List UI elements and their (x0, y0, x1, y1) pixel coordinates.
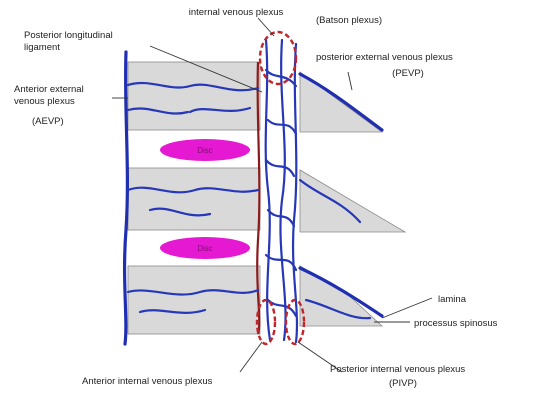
vertebral-body-top (128, 62, 260, 130)
disc-lower-label: Disc (197, 244, 213, 253)
label-lamina: lamina (438, 294, 467, 305)
label-processus-spinosus: processus spinosus (414, 318, 498, 329)
internal-venous-plexus (266, 40, 297, 342)
spinous-processes (300, 72, 405, 326)
label-pevp-line1: posterior external venous plexus (316, 52, 453, 63)
label-pivp-line1: Posterior internal venous plexus (330, 364, 465, 375)
label-internal-venous-plexus: internal venous plexus (189, 7, 284, 18)
label-aivp: Anterior internal venous plexus (82, 376, 213, 387)
label-pevp-abbr: (PEVP) (392, 68, 424, 79)
label-batson-plexus: (Batson plexus) (316, 15, 382, 26)
label-aevp-line2: venous plexus (14, 96, 75, 107)
spinous-process-middle (300, 170, 405, 232)
disc-upper-label: Disc (197, 146, 213, 155)
vertebral-body-middle (128, 168, 260, 230)
label-pivp-abbr: (PIVP) (389, 378, 417, 389)
label-aevp-abbr: (AEVP) (32, 116, 64, 127)
vertebral-body-bottom (128, 266, 260, 334)
label-pll-line1: Posterior longitudinal (24, 30, 113, 41)
label-aevp-line1: Anterior external (14, 84, 84, 95)
label-pll-line2: ligament (24, 42, 60, 53)
